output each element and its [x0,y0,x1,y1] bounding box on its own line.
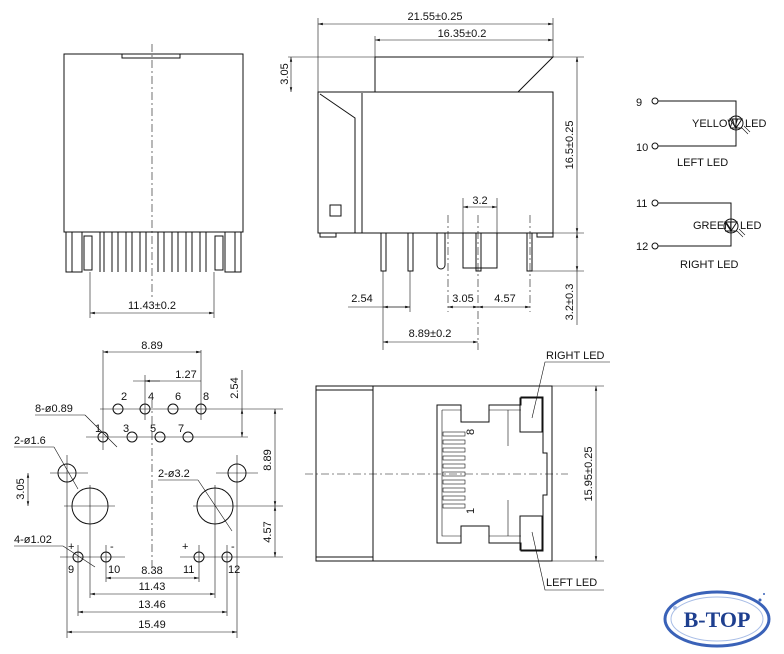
led-holes [60,551,283,563]
height-dim: 16.5±0.25 [564,121,576,170]
led-outer-dim: 13.46 [138,599,166,611]
small-holes-label: 2-ø1.6 [14,435,46,447]
post-offset-dim: 3.05 [452,293,473,305]
pin-number: 1 [95,423,101,435]
post-width-dim: 3.2 [472,195,487,207]
row-offset-dim: 2.54 [229,377,241,398]
polarity-mark: + [68,541,74,553]
polarity-mark: - [231,541,235,553]
small-hole-offset-dim: 3.05 [15,478,27,499]
polarity-mark: - [110,541,114,553]
led-label: LED [740,220,761,232]
step-height-dim: 3.05 [279,63,291,84]
small-span-dim: 15.49 [138,619,166,631]
led-schematic-right: 11 12 GREEN LED RIGHT LED [636,198,761,271]
b-top-logo: B-TOP [663,590,771,648]
pin-span-dim: 8.89±0.2 [409,328,452,340]
schematic-title: RIGHT LED [680,259,739,271]
left-led-window [519,515,543,551]
vertical-span-dim: 8.89 [262,449,274,470]
left-led-label: LEFT LED [546,577,597,589]
pin-label: 9 [636,97,642,109]
led-label: LED [745,118,766,130]
overall-length-dim: 21.55±0.25 [408,11,463,23]
pin-number: 3 [123,423,129,435]
pin-1-mark: 1 [465,508,477,514]
led-inner-dim: 8.38 [141,565,162,577]
pin-number: 12 [228,564,240,576]
led-offset-dim: 4.57 [494,293,515,305]
schematic-title: LEFT LED [677,157,728,169]
pin-number: 11 [183,564,194,576]
pcb-footprint: 2 4 6 8 1 3 5 7 9 10 11 12 + - + - [14,340,283,638]
post-holes-label: 2-ø3.2 [158,468,190,480]
pin-number: 5 [150,423,156,435]
jack-height-dim: 15.95±0.25 [583,447,595,502]
front-pins [65,231,242,273]
pin-label: 10 [636,142,648,154]
led-schematic-left: 9 10 YELLOW LED LEFT LED [636,97,766,169]
pin-number: 4 [148,391,154,403]
side-view: 21.55±0.25 16.35±0.2 3.05 16.5±0.25 3.2±… [279,11,584,350]
jack-contacts [442,431,466,509]
pin-number: 2 [121,391,127,403]
led-color: GREEN [693,220,732,232]
pin-label: 12 [636,241,648,253]
led-diode-icon [728,115,751,135]
jack-front-view: 8 1 15.95±0.25 RIGHT LED LEFT LED [305,350,610,591]
post-span-dim: 11.43 [139,581,166,593]
right-led-label: RIGHT LED [546,350,605,362]
right-led-window [519,397,543,433]
pin-number: 7 [178,423,184,435]
pin-8-mark: 8 [465,429,477,435]
polarity-mark: + [182,541,188,553]
pin-number: 6 [175,391,181,403]
led-holes-label: 4-ø1.02 [14,534,52,546]
body-length-dim: 16.35±0.2 [438,28,487,40]
pin-number: 10 [108,564,120,576]
front-view: 11.43±0.2 [63,44,244,318]
pin-number: 8 [203,391,209,403]
pin-pitch-dim: 2.54 [351,293,372,305]
led-row-offset-dim: 4.57 [262,521,274,542]
led-diode-icon [723,218,746,238]
pin-row-span-dim: 8.89 [141,340,162,352]
pin-holes-label: 8-ø0.89 [35,403,73,415]
pin-length-dim: 3.2±0.3 [564,284,576,321]
pin-pitch-dim: 1.27 [175,369,196,381]
logo-text: B-TOP [684,607,751,632]
pin-label: 11 [636,198,647,210]
front-width-dim: 11.43±0.2 [128,300,176,312]
pin-number: 9 [68,564,74,576]
led-color: YELLOW [692,118,738,130]
